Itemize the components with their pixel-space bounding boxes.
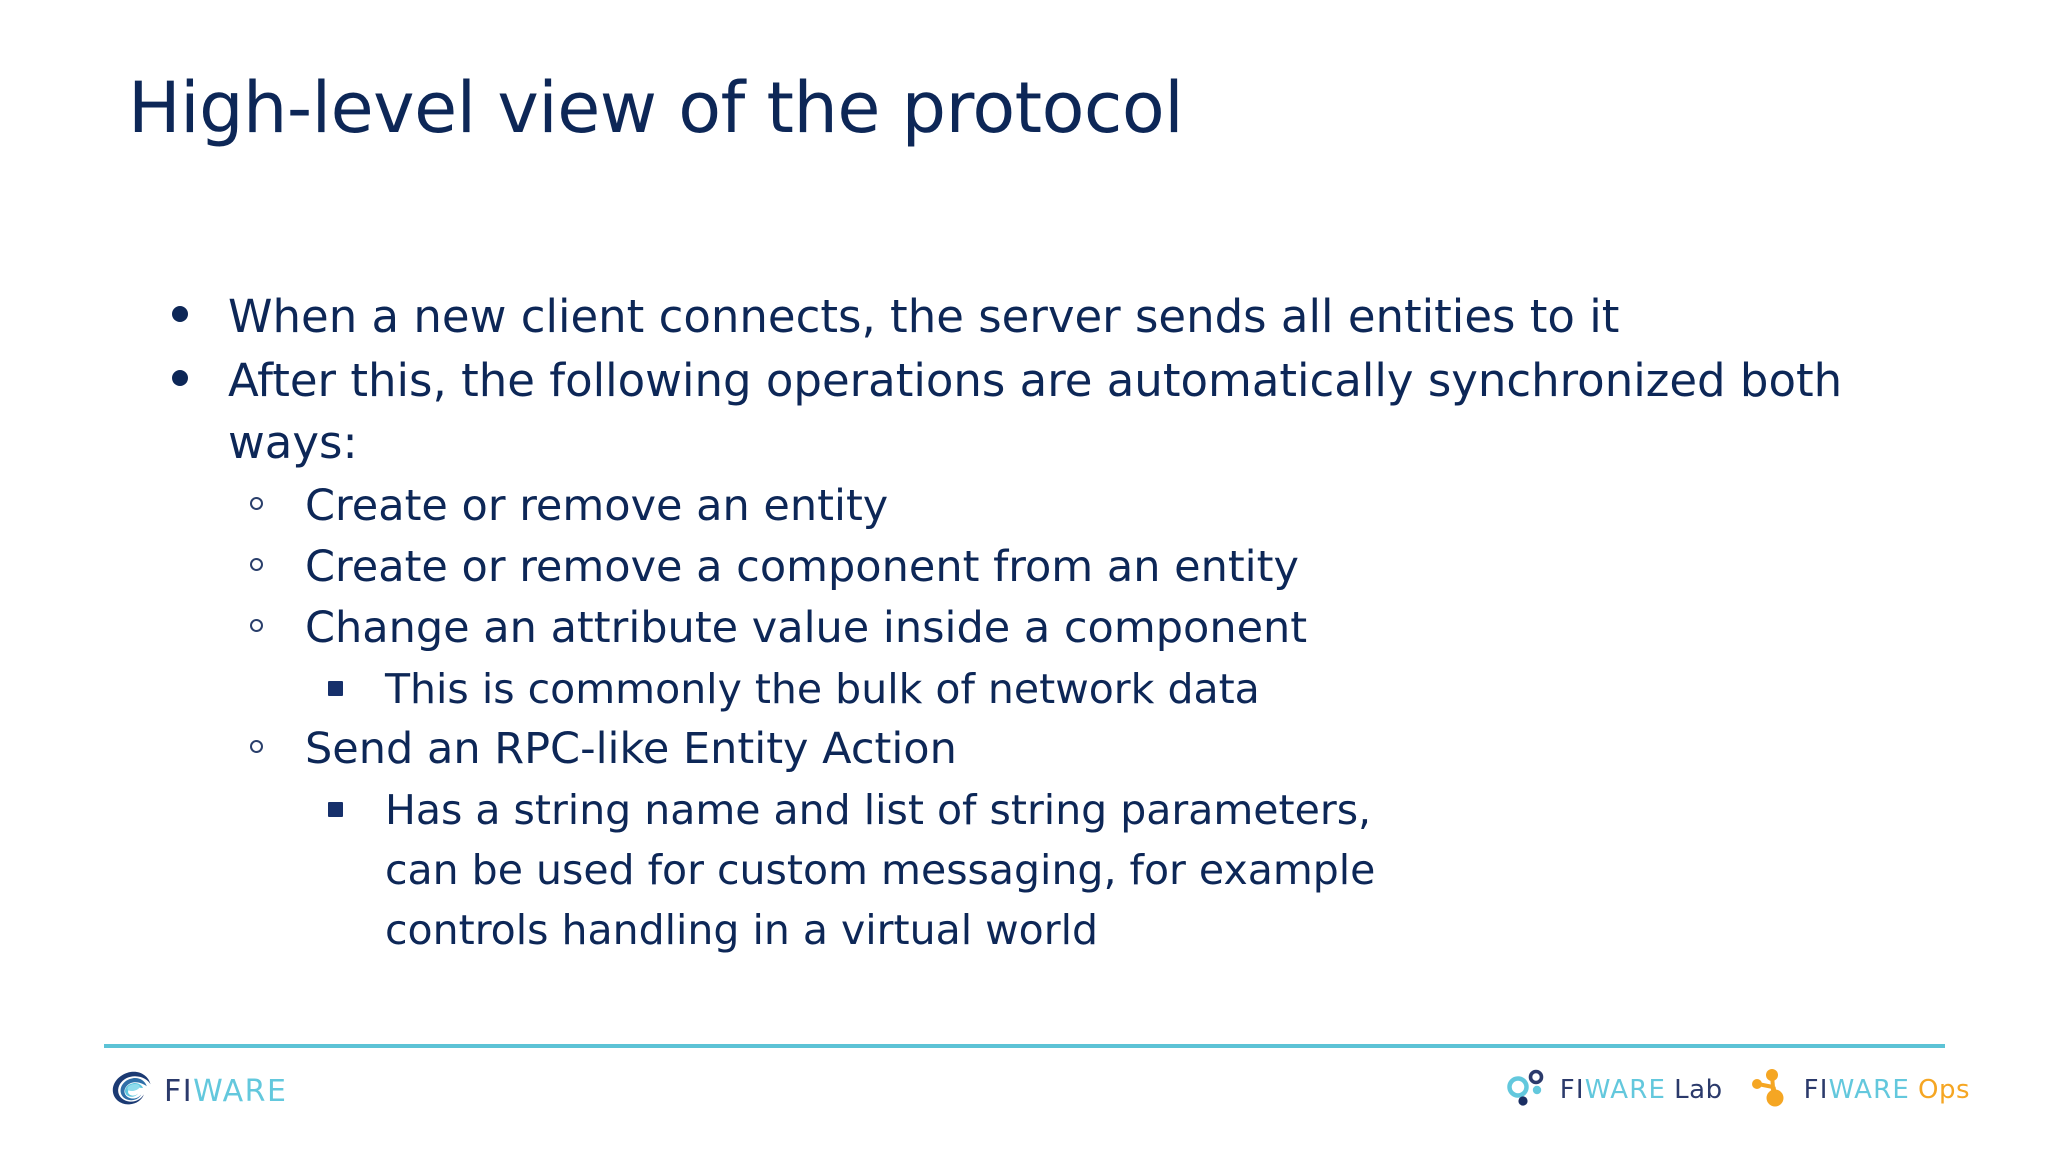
fiware-wordmark-part2: WARE bbox=[193, 1074, 288, 1109]
fiware-lab-part1: FI bbox=[1559, 1075, 1585, 1105]
fiware-logo: FIWARE bbox=[110, 1070, 287, 1114]
list-item: When a new client connects, the server s… bbox=[0, 286, 2048, 348]
bullet-list: When a new client connects, the server s… bbox=[0, 286, 2048, 960]
list-item-text: After this, the following operations are… bbox=[228, 354, 1843, 469]
list-item-text: Has a string name and list of string par… bbox=[385, 786, 1376, 954]
bullet-circle-icon bbox=[250, 740, 263, 753]
bullet-circle-icon bbox=[250, 619, 263, 632]
fiware-wordmark-part1: FI bbox=[164, 1074, 194, 1109]
bullet-disc-icon bbox=[172, 370, 188, 386]
list-item: Send an RPC-like Entity Action bbox=[0, 719, 2048, 780]
list-item-text: This is commonly the bulk of network dat… bbox=[385, 665, 1260, 713]
footer-divider bbox=[104, 1044, 1945, 1048]
slide-title: High-level view of the protocol bbox=[128, 67, 1184, 149]
list-item: Create or remove a component from an ent… bbox=[0, 537, 2048, 598]
fiware-lab-part2: WARE bbox=[1584, 1075, 1667, 1105]
list-item: Change an attribute value inside a compo… bbox=[0, 598, 2048, 659]
bullet-disc-icon bbox=[172, 306, 188, 322]
list-item: After this, the following operations are… bbox=[0, 350, 2048, 474]
bullet-square-icon bbox=[328, 681, 343, 696]
fiware-ops-molecule-icon bbox=[1749, 1068, 1795, 1112]
fiware-wordmark: FIWARE bbox=[164, 1077, 287, 1107]
list-item: Has a string name and list of string par… bbox=[0, 780, 2048, 960]
fiware-ops-suffix: Ops bbox=[1917, 1075, 1970, 1105]
fiware-swirl-icon bbox=[110, 1070, 154, 1114]
bullet-square-icon bbox=[328, 802, 343, 817]
list-item-text: When a new client connects, the server s… bbox=[228, 290, 1620, 343]
bullet-circle-icon bbox=[250, 497, 263, 510]
list-item-text: Create or remove an entity bbox=[305, 481, 889, 531]
fiware-ops-part2: WARE bbox=[1828, 1075, 1910, 1105]
list-item: This is commonly the bulk of network dat… bbox=[0, 659, 2048, 719]
fiware-lab-dots-icon bbox=[1507, 1068, 1551, 1112]
list-item: Create or remove an entity bbox=[0, 476, 2048, 537]
list-item-text: Send an RPC-like Entity Action bbox=[305, 724, 957, 774]
list-item-text: Change an attribute value inside a compo… bbox=[305, 603, 1308, 653]
fiware-ops-part1: FI bbox=[1803, 1075, 1829, 1105]
fiware-lab-suffix: Lab bbox=[1674, 1075, 1723, 1105]
list-item-text: Create or remove a component from an ent… bbox=[305, 542, 1299, 592]
bullet-circle-icon bbox=[250, 558, 263, 571]
